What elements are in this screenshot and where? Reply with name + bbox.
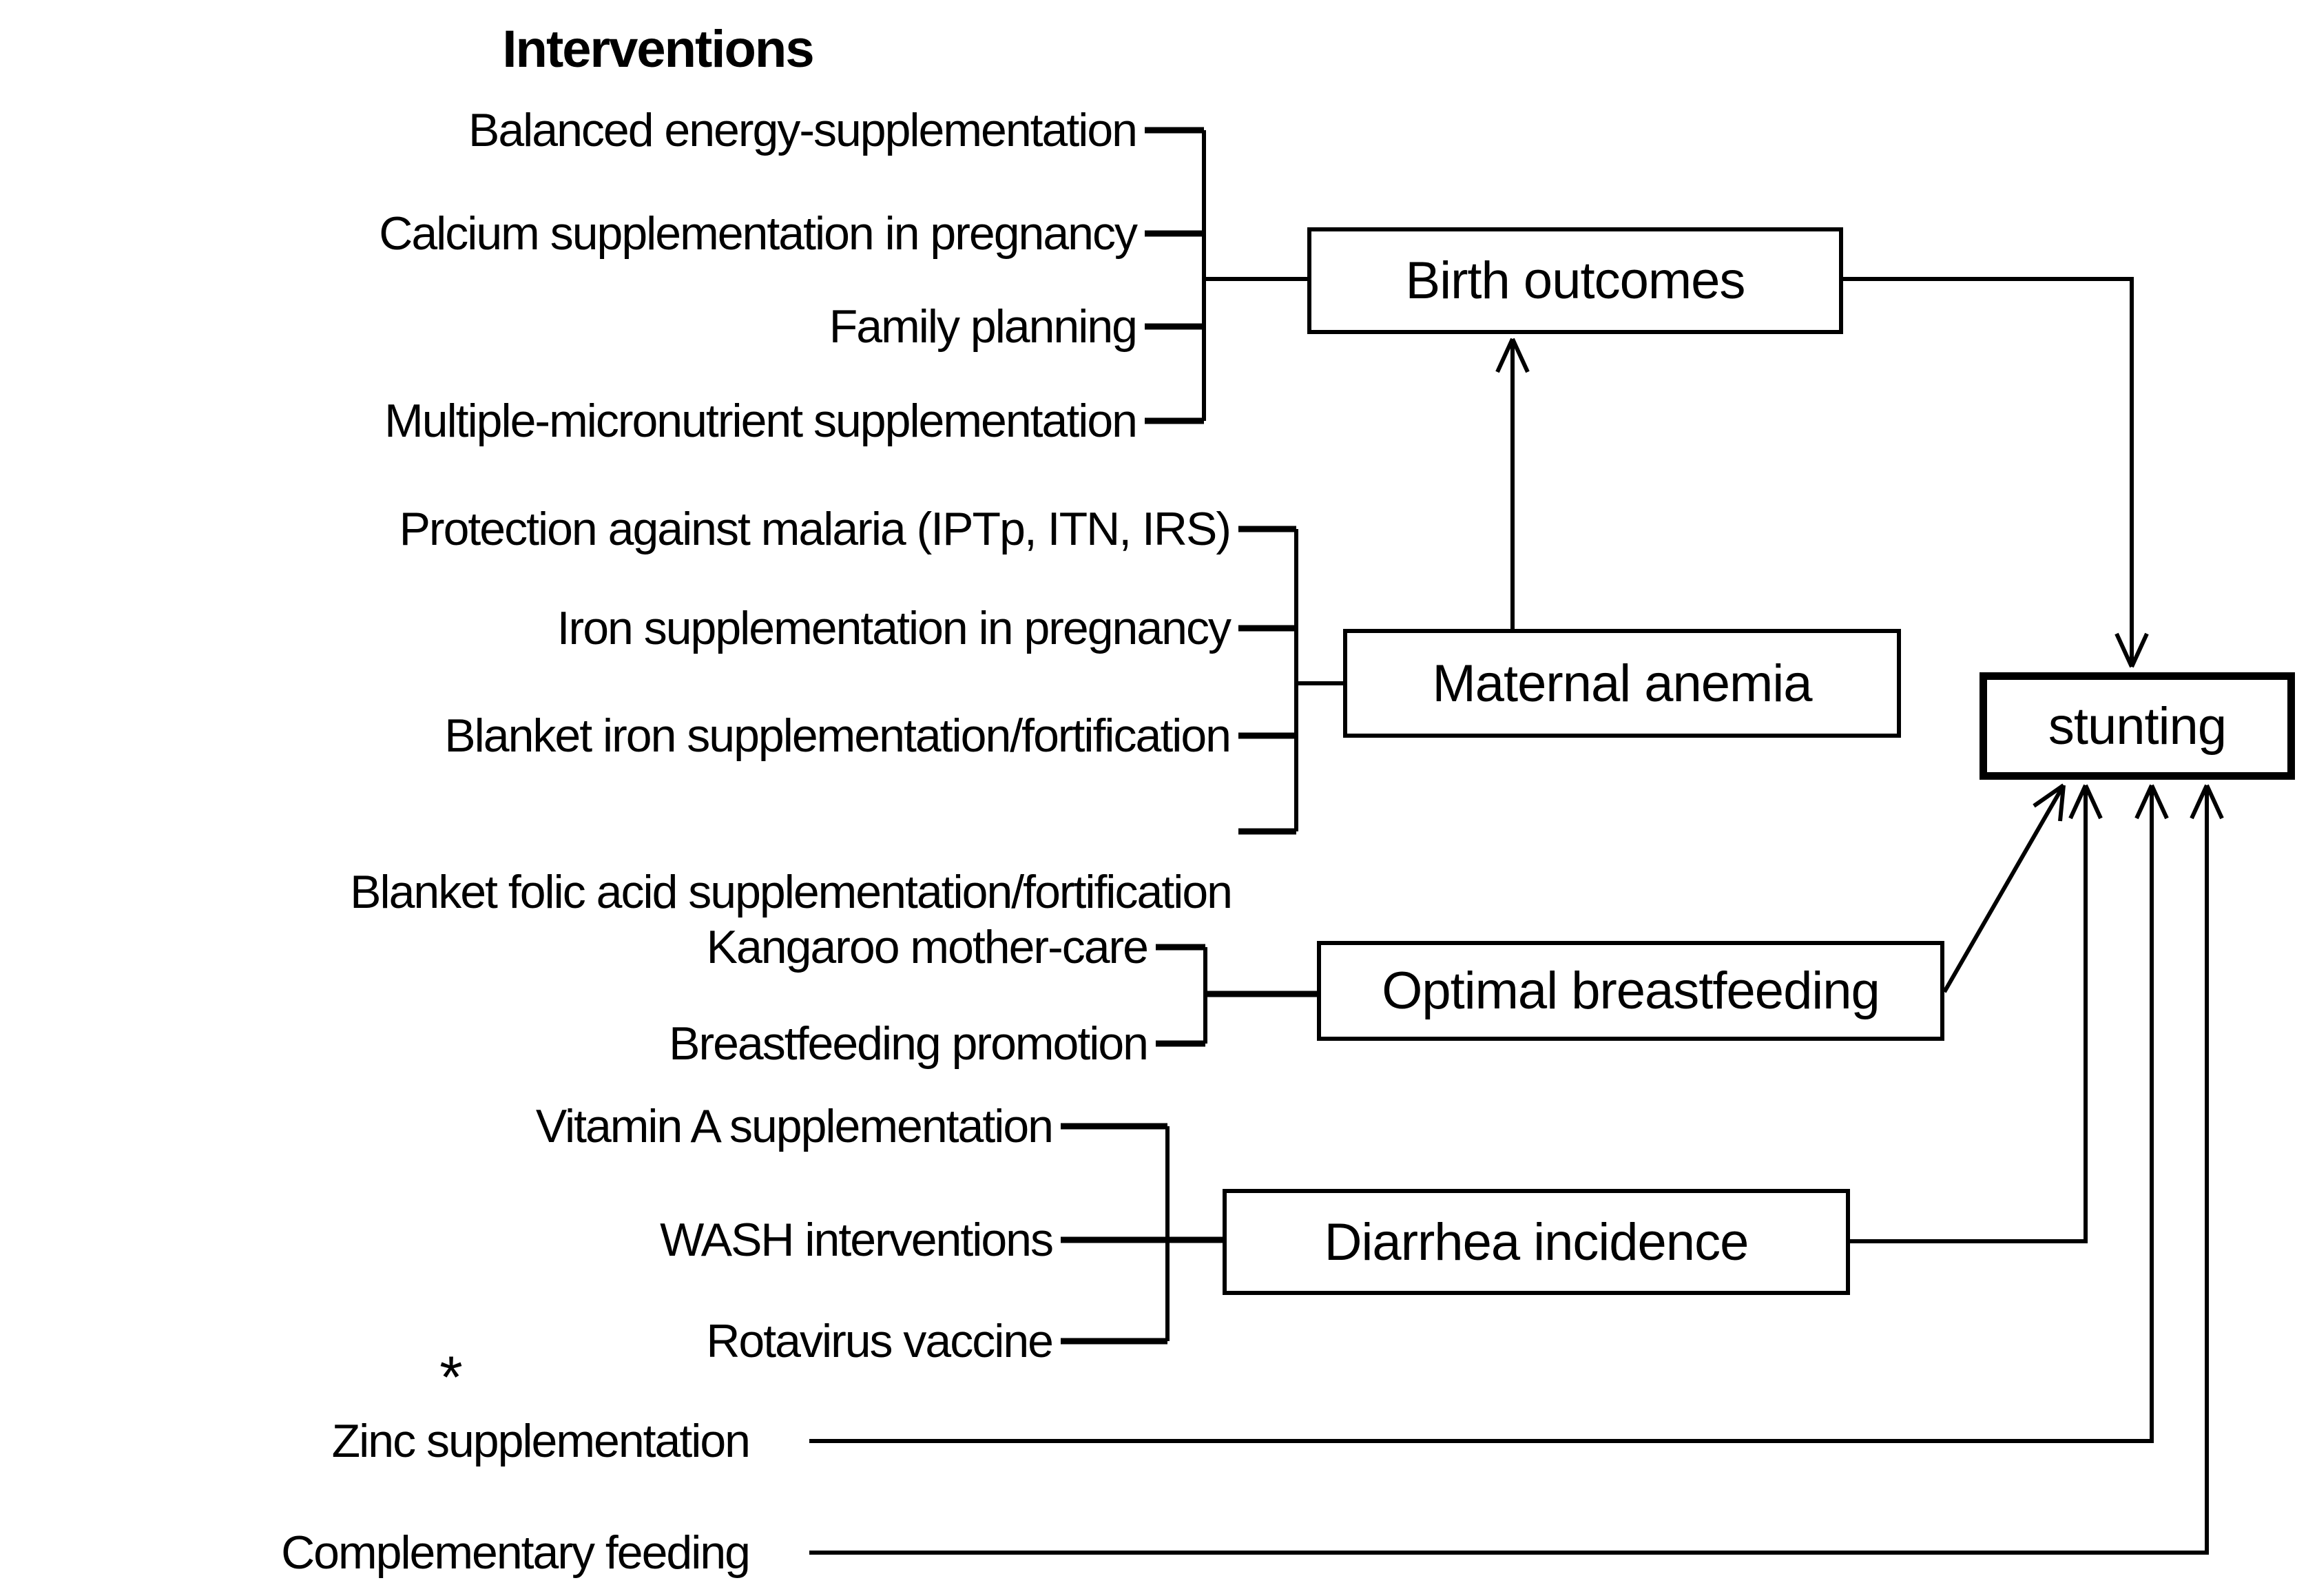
arrowhead-complementary-feeding-to-stunting (2190, 784, 2224, 820)
node-maternal-anemia-label: Maternal anemia (1432, 654, 1812, 713)
arrow-complementary-feeding-to-stunting (809, 785, 2209, 1555)
intervention-label-breastfeeding-promotion: Breastfeeding promotion (669, 1017, 1149, 1070)
intervention-label-wash: WASH interventions (660, 1214, 1054, 1266)
intervention-label-balanced-energy: Balanced energy-supplementation (468, 104, 1138, 156)
intervention-label-calcium: Calcium supplementation in pregnancy (379, 207, 1138, 260)
zinc-footnote-asterisk: * (439, 1345, 463, 1411)
intervention-label-blanket-folic-acid: Blanket folic acid supplementation/forti… (350, 866, 1233, 918)
node-stunting-label: stunting (2048, 696, 2227, 756)
intervention-label-vitamin-a: Vitamin A supplementation (535, 1100, 1054, 1152)
intervention-label-multiple-micronutrient: Multiple-micronutrient supplementation (384, 395, 1138, 447)
arrow-birth-outcomes-to-stunting (1843, 277, 2134, 667)
node-maternal-anemia: Maternal anemia (1343, 629, 1901, 738)
arrow-zinc-to-stunting (809, 785, 2154, 1443)
node-birth-outcomes-label: Birth outcomes (1405, 251, 1746, 310)
intervention-label-rotavirus: Rotavirus vaccine (706, 1315, 1054, 1367)
node-optimal-breastfeeding-label: Optimal breastfeeding (1382, 962, 1880, 1020)
intervention-label-complementary-feeding: Complementary feeding (281, 1526, 751, 1579)
node-stunting: stunting (1980, 672, 2295, 780)
arrowhead-birth-outcomes-to-stunting (2115, 632, 2149, 668)
node-birth-outcomes: Birth outcomes (1307, 227, 1843, 334)
node-diarrhea-incidence-label: Diarrhea incidence (1324, 1212, 1749, 1272)
arrowhead-maternal-anemia-to-birth-outcomes (1495, 338, 1530, 373)
node-diarrhea-incidence: Diarrhea incidence (1223, 1189, 1850, 1295)
arrowhead-optimal-breastfeeding-to-stunting (2033, 783, 2066, 822)
intervention-label-family-planning: Family planning (829, 300, 1138, 353)
arrow-optimal-breastfeeding-to-stunting (1942, 784, 2066, 993)
intervention-label-zinc: Zinc supplementation (331, 1415, 751, 1467)
node-optimal-breastfeeding: Optimal breastfeeding (1317, 941, 1944, 1041)
arrowhead-zinc-to-stunting (2134, 784, 2169, 820)
arrow-diarrhea-to-stunting (1850, 785, 2088, 1243)
arrowhead-diarrhea-to-stunting (2068, 784, 2103, 820)
intervention-label-iron-pregnancy: Iron supplementation in pregnancy (557, 602, 1232, 654)
intervention-label-malaria-protection: Protection against malaria (IPTp, ITN, I… (399, 503, 1232, 555)
intervention-label-blanket-iron: Blanket iron supplementation/fortificati… (444, 709, 1232, 762)
interventions-column-title: Interventions (502, 20, 814, 79)
intervention-label-kangaroo-mother-care: Kangaroo mother-care (706, 921, 1149, 973)
